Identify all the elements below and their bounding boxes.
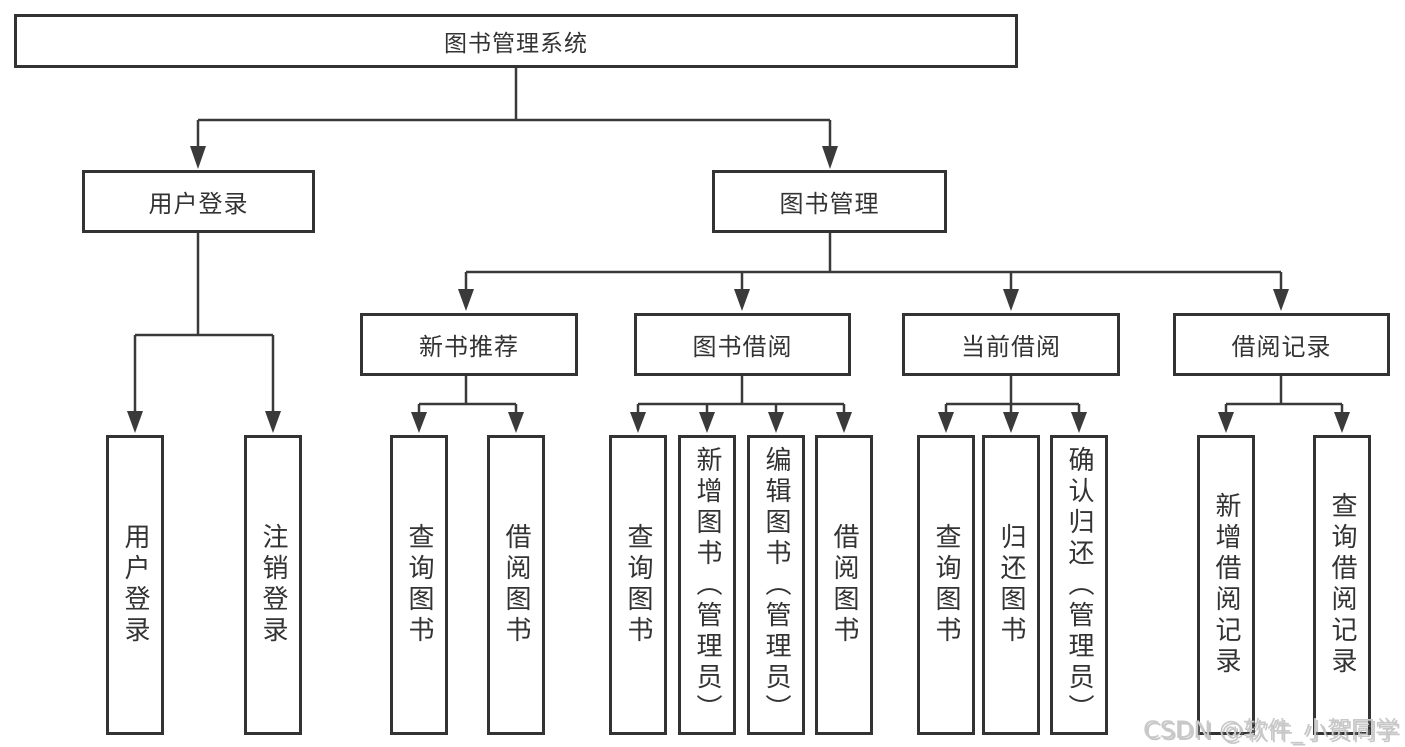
node-user-login: 用户登录 xyxy=(82,170,315,233)
leaf-borrow-books-label: 借阅图书 xyxy=(829,523,859,647)
leaf-query-borrow-record: 查询借阅记录 xyxy=(1313,435,1371,735)
node-borrow-records-label: 借阅记录 xyxy=(1231,333,1332,361)
leaf-query-books-current-label: 查询图书 xyxy=(931,523,961,647)
csdn-watermark: CSDN @软件_小贺同学 xyxy=(1142,716,1399,744)
arrowheads xyxy=(127,146,1350,433)
leaf-return-books-label: 归还图书 xyxy=(996,523,1026,647)
leaf-borrow-books-recommend-label: 借阅图书 xyxy=(501,523,531,647)
leaf-add-book-admin-label: 新增图书（管理员） xyxy=(692,445,722,725)
node-new-book-recommend-label: 新书推荐 xyxy=(419,333,519,361)
leaf-query-books-recommend-label: 查询图书 xyxy=(404,523,434,647)
node-root-label: 图书管理系统 xyxy=(444,31,588,57)
leaf-query-borrow-record-label: 查询借阅记录 xyxy=(1327,492,1357,678)
node-borrow-records: 借阅记录 xyxy=(1173,313,1390,376)
node-book-borrow: 图书借阅 xyxy=(634,313,851,376)
leaf-add-book-admin: 新增图书（管理员） xyxy=(678,435,736,735)
leaf-return-books: 归还图书 xyxy=(982,435,1040,735)
leaf-borrow-books-recommend: 借阅图书 xyxy=(487,435,545,735)
leaf-logout: 注销登录 xyxy=(244,435,302,735)
leaf-query-books-borrow-label: 查询图书 xyxy=(623,523,653,647)
leaf-query-books-borrow: 查询图书 xyxy=(609,435,667,735)
node-book-management-label: 图书管理 xyxy=(779,190,880,218)
leaf-query-books-recommend: 查询图书 xyxy=(390,435,448,735)
leaf-logout-label: 注销登录 xyxy=(258,523,288,647)
leaf-edit-book-admin: 编辑图书（管理员） xyxy=(747,435,805,735)
leaf-add-borrow-record-label: 新增借阅记录 xyxy=(1211,492,1241,678)
leaf-user-login: 用户登录 xyxy=(106,435,164,735)
leaf-query-books-current: 查询图书 xyxy=(917,435,975,735)
node-new-book-recommend: 新书推荐 xyxy=(360,313,578,376)
node-current-borrow-label: 当前借阅 xyxy=(961,333,1061,361)
leaf-borrow-books: 借阅图书 xyxy=(815,435,873,735)
leaf-edit-book-admin-label: 编辑图书（管理员） xyxy=(761,445,791,725)
leaf-confirm-return-admin-label: 确认归还（管理员） xyxy=(1064,445,1094,725)
node-book-management: 图书管理 xyxy=(712,170,947,233)
leaf-add-borrow-record: 新增借阅记录 xyxy=(1197,435,1255,735)
node-current-borrow: 当前借阅 xyxy=(902,313,1120,376)
node-user-login-label: 用户登录 xyxy=(148,190,249,218)
leaf-user-login-label: 用户登录 xyxy=(120,523,150,647)
node-root: 图书管理系统 xyxy=(14,14,1018,68)
leaf-confirm-return-admin: 确认归还（管理员） xyxy=(1050,435,1108,735)
node-book-borrow-label: 图书借阅 xyxy=(692,333,793,361)
